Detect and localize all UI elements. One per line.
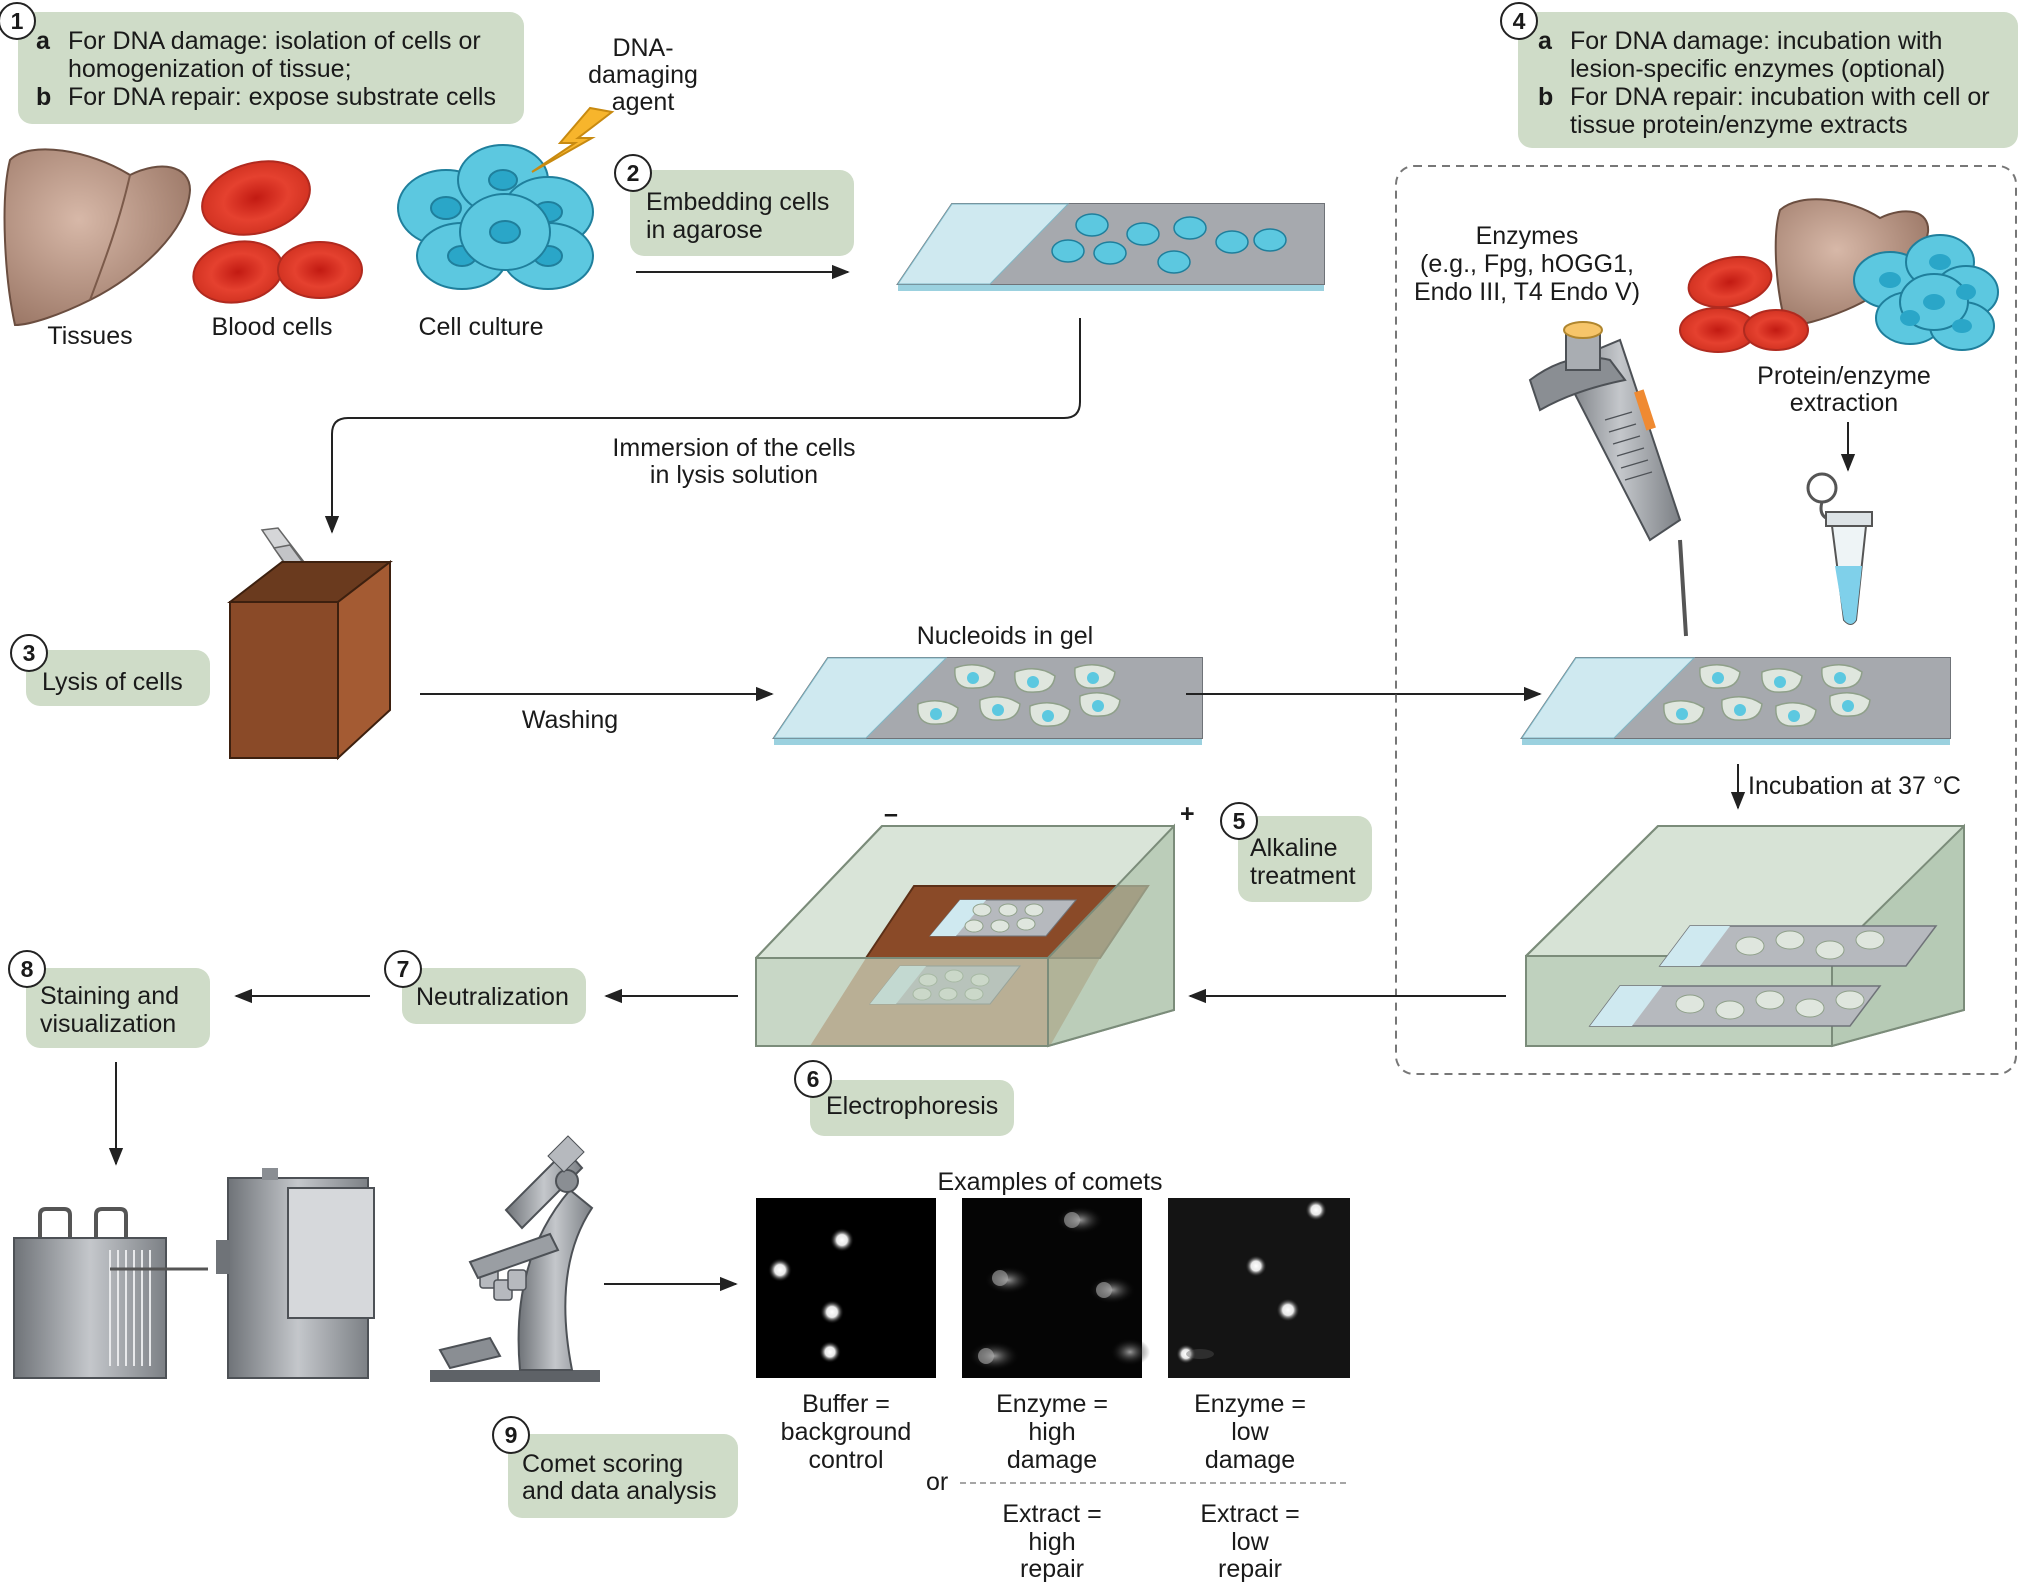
comet-panel-low	[1168, 1198, 1350, 1378]
lysis-box-illustration	[227, 527, 393, 761]
step3-number: 3	[10, 634, 48, 672]
step4-number: 4	[1500, 2, 1538, 40]
step4-b-line2: tissue protein/enzyme extracts	[1570, 111, 1908, 139]
comet-panel-high	[962, 1198, 1150, 1378]
agent-line3: agent	[611, 88, 675, 116]
enzymes-line2: (e.g., Fpg, hOGG1,	[1420, 250, 1634, 278]
comet-buffer-line1: Buffer =	[802, 1390, 890, 1418]
nucleoids-label: Nucleoids in gel	[916, 622, 1094, 650]
step1-number: 1	[0, 2, 36, 40]
step7-number: 7	[384, 950, 422, 988]
step2-line1: Embedding cells	[646, 188, 830, 216]
step9-number: 9	[492, 1416, 530, 1454]
step4-a-line2: lesion-specific enzymes (optional)	[1570, 55, 1946, 83]
step8-label-box	[26, 968, 210, 1048]
comet-high-line2: high	[1028, 1418, 1076, 1446]
extract-low-line2: low	[1231, 1528, 1269, 1556]
or-label: or	[926, 1468, 949, 1496]
step9-line2: and data analysis	[522, 1477, 717, 1505]
cell-culture-illustration	[397, 144, 594, 290]
extraction-line2: extraction	[1789, 389, 1899, 417]
step4-b-letter: b	[1538, 83, 1554, 111]
source-cell-culture: Cell culture	[418, 313, 544, 341]
electrophoresis-tank-illustration	[755, 823, 1175, 1048]
step8-number: 8	[8, 950, 46, 988]
step3-label: Lysis of cells	[42, 668, 183, 696]
immersion-line2: in lysis solution	[649, 461, 819, 489]
step1-b-line1: For DNA repair: expose substrate cells	[68, 83, 496, 111]
extract-low-line1: Extract =	[1200, 1500, 1300, 1528]
pipette-illustration	[1528, 321, 1688, 637]
enzyme-slide	[1520, 657, 1951, 745]
extract-sources-illustration	[1679, 198, 1999, 353]
comet-panel-buffer	[756, 1198, 936, 1378]
step6-label-box	[810, 1080, 1014, 1136]
step4-a-letter: a	[1538, 27, 1552, 55]
step8-line2: visualization	[40, 1010, 177, 1038]
step4-a-line1: For DNA damage: incubation with	[1570, 27, 1943, 55]
comet-buffer-line2: background	[780, 1418, 912, 1446]
step5-label-box	[1238, 816, 1372, 902]
step1-a-line1: For DNA damage: isolation of cells or	[68, 27, 481, 55]
step2-line2: in agarose	[646, 216, 763, 244]
enzymes-line1: Enzymes	[1475, 222, 1579, 250]
extract-low-line3: repair	[1218, 1555, 1282, 1583]
comet-low-line1: Enzyme =	[1194, 1390, 1306, 1418]
step6-number: 6	[794, 1060, 832, 1098]
staining-equipment-illustration	[13, 1168, 375, 1379]
step1-b-letter: b	[36, 83, 52, 111]
incubation-label: Incubation at 37 °C	[1748, 772, 1961, 800]
comet-high-line3: damage	[1006, 1446, 1098, 1474]
step4-b-line1: For DNA repair: incubation with cell or	[1570, 83, 1990, 111]
extraction-line1: Protein/enzyme	[1757, 362, 1931, 390]
tube-illustration	[1806, 472, 1873, 625]
immersion-line1: Immersion of the cells	[612, 434, 856, 462]
step1-label-box	[18, 12, 524, 124]
enzymes-line3: Endo III, T4 Endo V)	[1413, 278, 1641, 306]
agarose-slide	[896, 203, 1325, 291]
nucleoids-slide	[772, 657, 1203, 745]
comet-low-line2: low	[1231, 1418, 1269, 1446]
comet-high-line1: Enzyme =	[996, 1390, 1108, 1418]
washing-label: Washing	[521, 706, 619, 734]
step4-label-box	[1518, 12, 2018, 148]
lightning-icon	[531, 106, 615, 173]
source-blood-cells: Blood cells	[211, 313, 333, 341]
minus-sign: –	[884, 800, 898, 828]
comet-low-line3: damage	[1204, 1446, 1296, 1474]
step3-label-box	[26, 650, 210, 706]
step1-a-letter: a	[36, 27, 50, 55]
liver-illustration	[3, 148, 192, 327]
comets-title: Examples of comets	[937, 1168, 1163, 1196]
step2-number: 2	[614, 154, 652, 192]
step5-line2: treatment	[1250, 862, 1356, 890]
extract-high-line2: high	[1028, 1528, 1076, 1556]
plus-sign: +	[1180, 800, 1195, 828]
step6-label: Electrophoresis	[826, 1092, 999, 1120]
step1-a-line2: homogenization of tissue;	[68, 55, 352, 83]
blood-cells-illustration	[192, 160, 363, 304]
step7-label-box	[402, 968, 586, 1024]
extract-high-line3: repair	[1020, 1555, 1084, 1583]
step9-line1: Comet scoring	[522, 1450, 684, 1478]
step2-label-box	[630, 170, 854, 256]
step5-number: 5	[1220, 802, 1258, 840]
extract-high-line1: Extract =	[1002, 1500, 1102, 1528]
agent-line2: damaging	[588, 61, 698, 89]
step5-line1: Alkaline	[1250, 834, 1338, 862]
comet-buffer-line3: control	[808, 1446, 884, 1474]
step7-label: Neutralization	[416, 983, 569, 1011]
source-tissues: Tissues	[47, 322, 133, 350]
incubation-tank-illustration	[1525, 823, 1965, 1048]
agent-line1: DNA-	[612, 34, 674, 62]
microscope-illustration	[430, 1135, 600, 1382]
step8-line1: Staining and	[40, 982, 180, 1010]
step9-label-box	[508, 1434, 738, 1518]
